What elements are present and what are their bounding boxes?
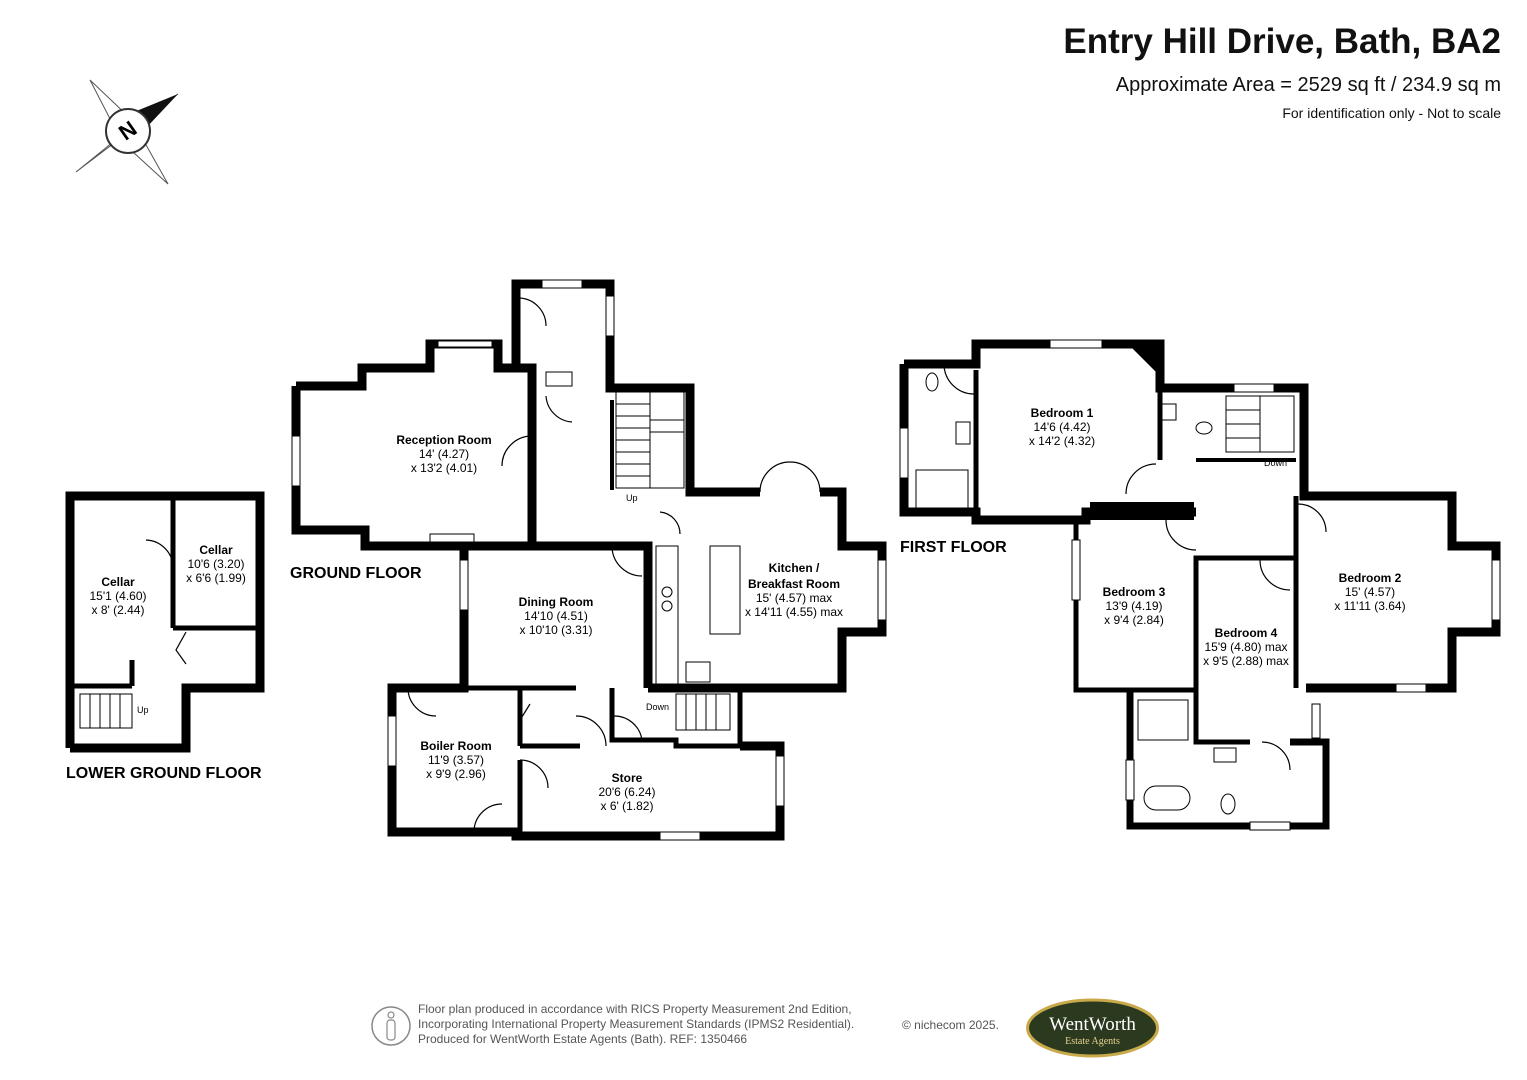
property-title: Entry Hill Drive, Bath, BA2 bbox=[1063, 22, 1501, 61]
footer-line-3: Produced for WentWorth Estate Agents (Ba… bbox=[418, 1032, 748, 1046]
room-kitchen-line2: Breakfast Room bbox=[748, 577, 840, 591]
room-bedroom-1-dim1: 14'6 (4.42) bbox=[1034, 420, 1091, 434]
wentworth-logo: WentWorth Estate Agents bbox=[1026, 998, 1159, 1058]
room-cellar-1-dim2: x 8' (2.44) bbox=[92, 603, 145, 617]
room-cellar-2-dim1: 10'6 (3.20) bbox=[188, 557, 245, 571]
room-boiler-dim2: x 9'9 (2.96) bbox=[426, 767, 486, 781]
room-bedroom-4-dim1: 15'9 (4.80) max bbox=[1205, 640, 1288, 654]
stairs-down-label: Down bbox=[646, 702, 669, 712]
wall-block bbox=[1090, 502, 1194, 520]
room-reception-dim1: 14' (4.27) bbox=[419, 447, 469, 461]
room-bedroom-2: Bedroom 2 bbox=[1339, 571, 1402, 585]
room-boiler: Boiler Room bbox=[420, 739, 491, 753]
room-cellar-1-dim1: 15'1 (4.60) bbox=[90, 589, 147, 603]
logo-name: WentWorth bbox=[1049, 1014, 1136, 1035]
room-bedroom-4: Bedroom 4 bbox=[1215, 626, 1278, 640]
room-reception: Reception Room bbox=[396, 433, 491, 447]
approximate-area: Approximate Area = 2529 sq ft / 234.9 sq… bbox=[1115, 74, 1501, 96]
room-bedroom-2-dim1: 15' (4.57) bbox=[1345, 585, 1395, 599]
copyright: © nichecom 2025. bbox=[902, 1018, 999, 1032]
footer-text: Floor plan produced in accordance with R… bbox=[418, 1002, 854, 1047]
room-bedroom-4-dim2: x 9'5 (2.88) max bbox=[1203, 654, 1289, 668]
floor-label-ground: GROUND FLOOR bbox=[290, 565, 422, 582]
room-dining-dim1: 14'10 (4.51) bbox=[524, 609, 588, 623]
floor-label-first: FIRST FLOOR bbox=[900, 539, 1007, 556]
logo-sub: Estate Agents bbox=[1065, 1036, 1120, 1047]
room-bedroom-3-dim1: 13'9 (4.19) bbox=[1106, 599, 1163, 613]
room-store-dim2: x 6' (1.82) bbox=[601, 799, 654, 813]
fixtures bbox=[545, 371, 1237, 815]
scale-note: For identification only - Not to scale bbox=[1282, 105, 1501, 121]
stairs-down-label-first: Down bbox=[1264, 458, 1287, 468]
room-kitchen-dim1: 15' (4.57) max bbox=[756, 591, 832, 605]
room-dining: Dining Room bbox=[519, 595, 594, 609]
room-bedroom-1-dim2: x 14'2 (4.32) bbox=[1029, 434, 1095, 448]
footer-line-2: Incorporating International Property Mea… bbox=[418, 1017, 855, 1031]
room-store: Store bbox=[612, 771, 643, 785]
person-icon bbox=[371, 1006, 411, 1046]
room-cellar-1: Cellar bbox=[101, 575, 135, 589]
footer-line-1: Floor plan produced in accordance with R… bbox=[418, 1002, 852, 1016]
room-kitchen-dim2: x 14'11 (4.55) max bbox=[745, 605, 843, 619]
doors bbox=[145, 297, 1327, 833]
walls bbox=[65, 279, 1501, 841]
wall-corner bbox=[1128, 344, 1160, 376]
room-dining-dim2: x 10'10 (3.31) bbox=[519, 623, 592, 637]
room-kitchen-line1: Kitchen / bbox=[769, 561, 820, 575]
room-boiler-dim1: 11'9 (3.57) bbox=[428, 753, 484, 767]
room-bedroom-3: Bedroom 3 bbox=[1103, 585, 1166, 599]
room-reception-dim2: x 13'2 (4.01) bbox=[411, 461, 477, 475]
room-bedroom-2-dim2: x 11'11 (3.64) bbox=[1334, 599, 1405, 613]
room-store-dim1: 20'6 (6.24) bbox=[599, 785, 656, 799]
room-cellar-2: Cellar bbox=[199, 543, 233, 557]
stairs-up-label-lower: Up bbox=[137, 705, 149, 715]
stairs bbox=[79, 391, 1295, 731]
stairs-up-label: Up bbox=[626, 493, 638, 503]
room-bedroom-1: Bedroom 1 bbox=[1031, 406, 1094, 420]
windows bbox=[291, 279, 1501, 841]
compass-icon: N bbox=[75, 79, 179, 185]
room-cellar-2-dim2: x 6'6 (1.99) bbox=[186, 571, 246, 585]
room-bedroom-3-dim2: x 9'4 (2.84) bbox=[1104, 613, 1164, 627]
floor-label-lower: LOWER GROUND FLOOR bbox=[66, 765, 262, 782]
